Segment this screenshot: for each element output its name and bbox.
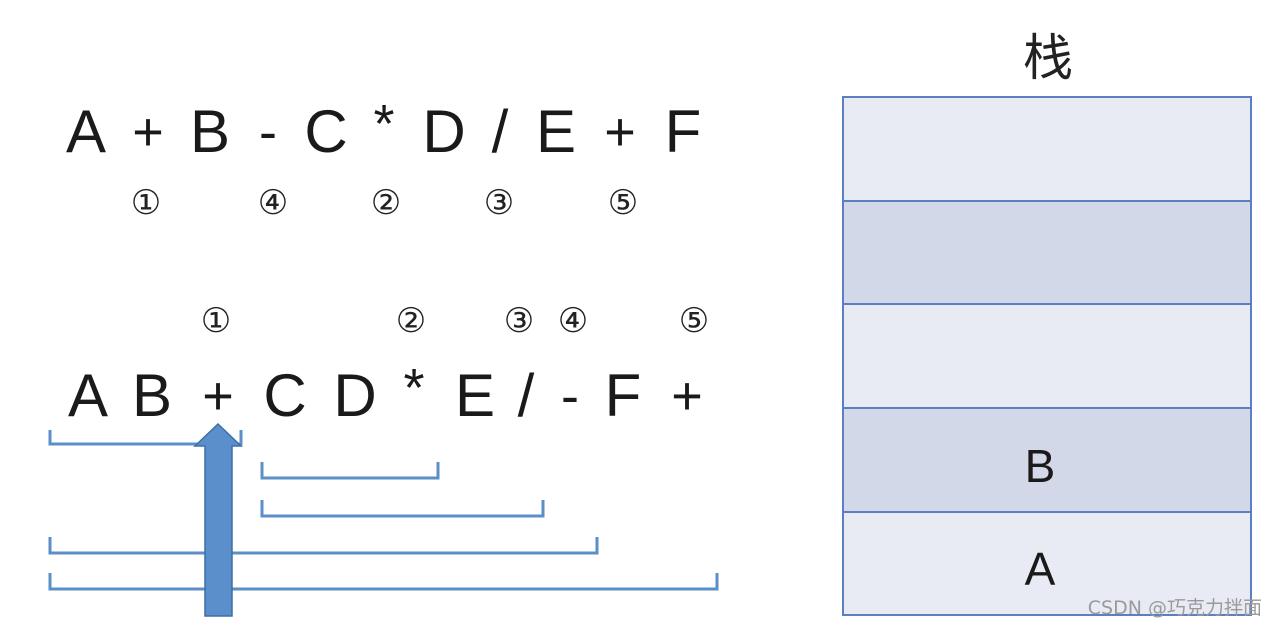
infix-expression: A + B - C * D / E + F	[66, 94, 701, 165]
infix-order-mark: ②	[371, 183, 401, 223]
stack-cell: B	[842, 407, 1252, 513]
postfix-token: -	[561, 366, 579, 426]
postfix-token: E	[455, 362, 495, 429]
infix-token: E	[536, 98, 576, 165]
infix-token: +	[132, 102, 164, 162]
stack-cell	[842, 303, 1252, 409]
postfix-expression: A B + C D * E / - F +	[68, 358, 703, 429]
infix-token: F	[665, 98, 702, 165]
postfix-token: +	[671, 366, 703, 426]
postfix-order-mark: ①	[201, 301, 231, 341]
infix-token: *	[373, 94, 394, 154]
infix-token: D	[422, 98, 465, 165]
infix-order-mark: ③	[484, 183, 514, 223]
postfix-order-marks: ① ② ③ ④ ⑤	[201, 301, 709, 341]
postfix-order-mark: ②	[396, 301, 426, 341]
infix-order-mark: ⑤	[608, 183, 638, 223]
bracket-cd-mul	[260, 462, 440, 480]
bracket-minus-scope	[48, 537, 599, 555]
postfix-token: +	[202, 366, 234, 426]
bracket-ab-plus	[48, 430, 243, 446]
stack-cell	[842, 96, 1252, 202]
stack-cell-value: A	[1025, 543, 1056, 595]
stack: B A	[842, 96, 1252, 616]
infix-token: B	[190, 98, 230, 165]
infix-token: /	[492, 98, 509, 165]
stack-title: 栈	[1023, 29, 1073, 87]
postfix-token: B	[132, 362, 172, 429]
infix-token: C	[304, 98, 347, 165]
infix-token: +	[604, 102, 636, 162]
bracket-cd-mul-e-div	[260, 500, 545, 518]
postfix-order-mark: ⑤	[679, 301, 709, 341]
infix-token: -	[259, 102, 277, 162]
infix-token: A	[66, 98, 106, 165]
watermark: CSDN @巧克力拌面	[1088, 597, 1262, 619]
postfix-token: C	[263, 362, 306, 429]
postfix-token: D	[333, 362, 376, 429]
postfix-token: /	[518, 362, 535, 429]
infix-order-marks: ① ④ ② ③ ⑤	[131, 183, 638, 223]
scan-pointer-arrow-icon	[193, 422, 243, 617]
infix-order-mark: ①	[131, 183, 161, 223]
bracket-whole-expression	[48, 573, 719, 591]
postfix-token: A	[68, 362, 108, 429]
postfix-order-mark: ④	[558, 301, 588, 341]
postfix-token: *	[403, 358, 424, 418]
postfix-order-mark: ③	[504, 301, 534, 341]
stack-cell: A	[842, 511, 1252, 616]
stack-cell	[842, 200, 1252, 305]
scope-brackets	[48, 430, 719, 591]
postfix-token: F	[605, 362, 642, 429]
stack-cell-value: B	[1025, 440, 1056, 492]
infix-order-mark: ④	[258, 183, 288, 223]
